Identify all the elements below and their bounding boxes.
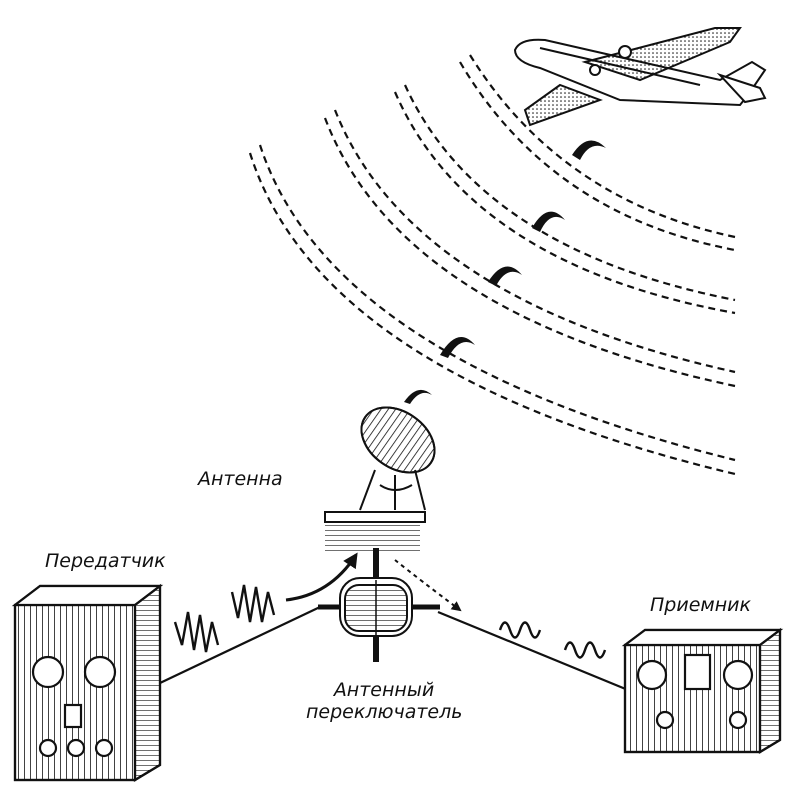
wavefront-4b (248, 152, 736, 476)
wave-packet (563, 641, 607, 659)
transmitter-label: Передатчик (45, 550, 166, 572)
wavefront-1b (459, 61, 736, 252)
airplane-icon (513, 27, 767, 127)
wave-packet (230, 584, 276, 623)
connecting-wires (159, 606, 629, 692)
transmitter-waves (173, 584, 276, 653)
switch-label-line1: Антенный (333, 679, 435, 701)
receiver-box-icon (621, 627, 784, 754)
pulse-chevron (572, 140, 606, 160)
pulse-chevron (440, 337, 475, 358)
wavefront-2b (393, 91, 736, 315)
pulse-chevron (532, 211, 565, 232)
arrow-to-antenna (285, 552, 358, 602)
wire-receiver (437, 610, 629, 692)
wavefront-3b (323, 117, 736, 388)
switch-label-line2: переключатель (306, 700, 463, 723)
receiver-label: Приемник (650, 594, 751, 616)
arrow-to-receiver (394, 559, 462, 612)
wave-packet (173, 611, 220, 653)
pulse-chevron (404, 389, 432, 404)
wave-packet (498, 621, 542, 639)
transmitter-box-icon (11, 583, 164, 782)
receiver-waves (498, 621, 607, 659)
wavefront-4 (258, 144, 736, 462)
antenna-label: Антенна (198, 468, 283, 490)
wavefront-2 (403, 84, 736, 302)
radar-dish-icon (324, 406, 436, 552)
radar-wavefronts (248, 54, 736, 476)
antenna-switch-icon (318, 548, 440, 662)
pulse-chevron (488, 266, 522, 286)
wavefront-3 (333, 109, 736, 374)
outgoing-pulses (404, 140, 606, 404)
wire-transmitter (159, 606, 321, 684)
switch-label: Антенный переключатель (306, 679, 463, 724)
